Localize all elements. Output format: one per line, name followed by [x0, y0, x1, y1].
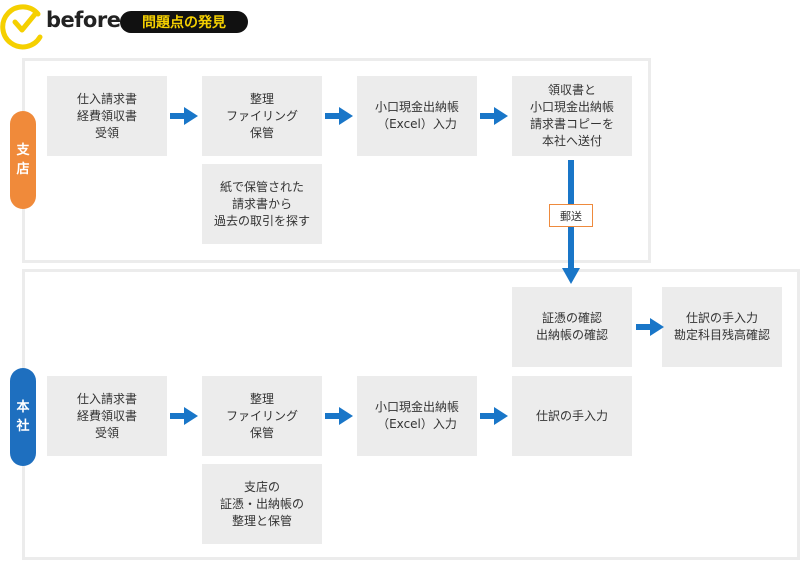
hq-verify-documents: 証憑の確認 出納帳の確認 [512, 287, 632, 367]
hq-receive-invoices: 仕入請求書 経費領収書 受領 [47, 376, 167, 456]
hq-journal-balance: 仕訳の手入力 勘定科目残高確認 [662, 287, 782, 367]
branch-label: 支 店 [10, 111, 36, 209]
box-line: 仕入請求書 [76, 391, 137, 406]
box-line: 勘定科目残高確認 [673, 328, 770, 342]
branch-label-char: 支 [16, 143, 30, 158]
box-line: ファイリング [225, 408, 298, 423]
arrow-down-icon [562, 160, 580, 284]
hq-journal-entry: 仕訳の手入力 [512, 376, 632, 456]
box-line: 請求書から [231, 196, 292, 211]
box-line: 小口現金出納帳 [374, 400, 459, 414]
hq-file-storage: 整理 ファイリング 保管 [202, 376, 322, 456]
box-line: 請求書コピーを [529, 117, 614, 131]
branch-cashbook-entry: 小口現金出納帳 （Excel）入力 [357, 76, 477, 156]
box-line: 本社へ送付 [541, 134, 602, 148]
box-line: 紙で保管された [219, 179, 304, 194]
box-line: 整理 [249, 91, 274, 106]
box-line: 受領 [94, 425, 119, 440]
box-line: 仕入請求書 [76, 91, 137, 106]
arrow-right-icon [325, 407, 353, 425]
hq-cashbook-entry: 小口現金出納帳 （Excel）入力 [357, 376, 477, 456]
branch-label-char: 店 [16, 162, 30, 177]
branch-send-to-hq: 領収書と 小口現金出納帳 請求書コピーを 本社へ送付 [512, 76, 632, 156]
box-line: （Excel）入力 [377, 417, 457, 431]
box-line: 整理 [249, 391, 274, 406]
mail-badge: 郵送 [549, 204, 593, 227]
box-line: （Excel）入力 [377, 117, 457, 131]
box-line: 保管 [249, 425, 274, 440]
box-line: 受領 [94, 125, 119, 140]
arrow-right-icon [480, 107, 508, 125]
box-line: 支店の [243, 479, 280, 494]
branch-search-paper: 紙で保管された 請求書から 過去の取引を探す [202, 164, 322, 244]
box-line: 仕訳の手入力 [535, 408, 608, 423]
branch-file-storage: 整理 ファイリング 保管 [202, 76, 322, 156]
before-label: before [46, 8, 121, 32]
hq-branch-docs-storage: 支店の 証憑・出納帳の 整理と保管 [202, 464, 322, 544]
arrow-right-icon [325, 107, 353, 125]
branch-receive-invoices: 仕入請求書 経費領収書 受領 [47, 76, 167, 156]
box-line: 保管 [249, 125, 274, 140]
box-line: 領収書と [547, 83, 596, 97]
arrow-right-icon [170, 407, 198, 425]
hq-label-char: 社 [16, 419, 30, 434]
arrow-right-icon [170, 107, 198, 125]
box-line: 小口現金出納帳 [374, 100, 459, 114]
page-title: 問題点の発見 [120, 11, 248, 33]
box-line: 仕訳の手入力 [685, 311, 758, 325]
arrow-right-icon [636, 318, 664, 336]
hq-label: 本 社 [10, 368, 36, 466]
box-line: 証憑・出納帳の [219, 496, 304, 511]
arrow-right-icon [480, 407, 508, 425]
box-line: 過去の取引を探す [213, 213, 310, 228]
box-line: 小口現金出納帳 [529, 100, 614, 114]
box-line: 経費領収書 [76, 408, 137, 423]
box-line: 証憑の確認 [541, 311, 602, 325]
box-line: ファイリング [225, 108, 298, 123]
box-line: 出納帳の確認 [535, 328, 608, 342]
hq-label-char: 本 [16, 400, 30, 415]
clock-check-icon [0, 4, 43, 50]
box-line: 経費領収書 [76, 108, 137, 123]
box-line: 整理と保管 [231, 513, 292, 528]
